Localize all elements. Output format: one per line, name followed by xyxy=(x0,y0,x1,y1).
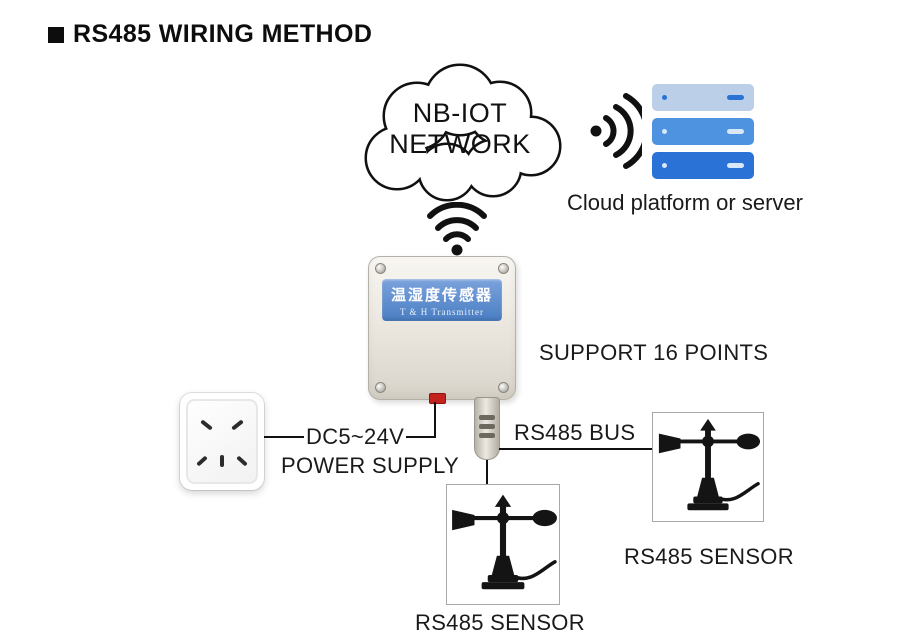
cloud-network-label: NB-IOT NETWORK xyxy=(335,98,585,160)
server-led-icon xyxy=(662,129,667,134)
server-caption: Cloud platform or server xyxy=(567,190,803,215)
server-slot-icon xyxy=(727,163,744,168)
server-led-icon xyxy=(662,95,667,100)
server-slot-icon xyxy=(727,129,744,134)
rs485-bus-label: RS485 BUS xyxy=(514,420,636,445)
probe-vent-slot xyxy=(479,415,495,420)
probe-vent-slot xyxy=(479,424,495,429)
rs485-sensor-bottom xyxy=(446,484,560,605)
support-points-label: SUPPORT 16 POINTS xyxy=(539,340,769,365)
screw-icon xyxy=(375,263,386,274)
rs485-sensor-right-label: RS485 SENSOR xyxy=(624,544,794,569)
page-title-text: RS485 WIRING METHOD xyxy=(73,20,373,48)
power-wire-segment xyxy=(406,436,436,438)
anemometer-sensor-icon xyxy=(452,494,557,590)
power-connector-icon xyxy=(429,393,446,404)
wall-socket-icon xyxy=(180,393,264,490)
server-slot-icon xyxy=(727,95,744,100)
server-bar-middle xyxy=(652,118,754,145)
device-label-english: T & H Transmitter xyxy=(399,306,485,317)
cloud-outline-icon xyxy=(364,63,562,202)
page-title: RS485 WIRING METHOD xyxy=(48,20,372,49)
rs485-bus-wire xyxy=(499,448,652,450)
screw-icon xyxy=(498,382,509,393)
cloud-network-line1: NB-IOT xyxy=(412,98,508,128)
rs485-sensor-bottom-label: RS485 SENSOR xyxy=(415,610,585,630)
device-label-chinese: 温湿度传感器 xyxy=(390,286,493,304)
rs485-sensor-right xyxy=(652,412,764,522)
power-supply-label: POWER SUPPLY xyxy=(281,453,460,478)
screw-icon xyxy=(498,263,509,274)
socket-hole xyxy=(220,455,224,467)
nb-iot-cloud: NB-IOT NETWORK xyxy=(335,58,585,216)
socket-plate xyxy=(186,399,258,484)
power-voltage-label: DC5~24V xyxy=(304,424,407,450)
probe-vent-slot xyxy=(479,433,495,438)
power-wire-segment xyxy=(264,436,306,438)
rs485-bus-wire xyxy=(486,460,488,484)
power-wire-segment xyxy=(434,402,436,437)
server-bar-bottom xyxy=(652,152,754,179)
cloud-network-line2: NETWORK xyxy=(389,129,531,159)
server-led-icon xyxy=(662,163,667,168)
socket-hole xyxy=(196,455,208,467)
wifi-icon xyxy=(427,202,487,256)
sensor-probe xyxy=(474,397,500,460)
temperature-humidity-transmitter: 温湿度传感器 T & H Transmitter xyxy=(368,256,516,404)
server-stack-icon xyxy=(652,84,754,186)
socket-hole xyxy=(200,419,213,431)
device-label-band: 温湿度传感器 T & H Transmitter xyxy=(382,279,502,321)
wireless-signal-icon xyxy=(590,93,642,169)
socket-hole xyxy=(231,419,244,431)
socket-hole xyxy=(236,455,248,467)
anemometer-sensor-icon xyxy=(658,418,761,511)
title-square-bullet-icon xyxy=(48,26,64,43)
server-bar-top xyxy=(652,84,754,111)
screw-icon xyxy=(375,382,386,393)
